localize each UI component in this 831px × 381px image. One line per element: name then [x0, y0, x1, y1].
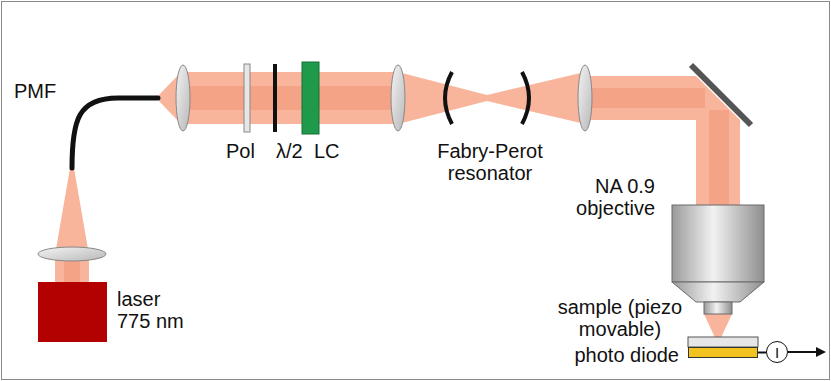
component-label: Pol — [226, 140, 276, 162]
half-wave-plate — [273, 64, 277, 132]
resonator-label: Fabry-Perot resonator — [420, 140, 560, 184]
mirror — [691, 65, 751, 125]
component-label: λ/2 — [276, 140, 316, 162]
laser-box: laser 775 nm — [38, 282, 107, 342]
output-arrowhead — [816, 347, 826, 357]
node-text: laser 775 nm — [117, 288, 197, 332]
lens — [391, 65, 405, 131]
lens — [578, 65, 592, 131]
cavity-mirror — [445, 72, 452, 124]
sample-label: sample (piezo movable) — [540, 296, 700, 340]
objective-body — [672, 205, 764, 282]
objective-label: NA 0.9 objective — [555, 175, 655, 219]
lens — [176, 65, 190, 131]
wire-line — [758, 352, 766, 354]
objective-tip — [704, 302, 732, 314]
liquid-crystal — [302, 62, 319, 134]
sample-slab — [688, 337, 758, 347]
node-text: photo diode — [549, 344, 679, 366]
output-line — [788, 351, 820, 353]
fiber-label: PMF — [14, 80, 74, 102]
fiber — [72, 98, 158, 168]
objective-taper — [672, 282, 764, 302]
polarizer — [244, 64, 250, 132]
wire — [758, 352, 766, 353]
node-text: I — [767, 342, 787, 362]
component-label: LC — [314, 140, 354, 162]
current-meter: I — [766, 341, 788, 363]
lens — [38, 247, 106, 261]
cavity-mirror — [522, 72, 529, 124]
photo-diode: photo diode — [688, 347, 758, 358]
